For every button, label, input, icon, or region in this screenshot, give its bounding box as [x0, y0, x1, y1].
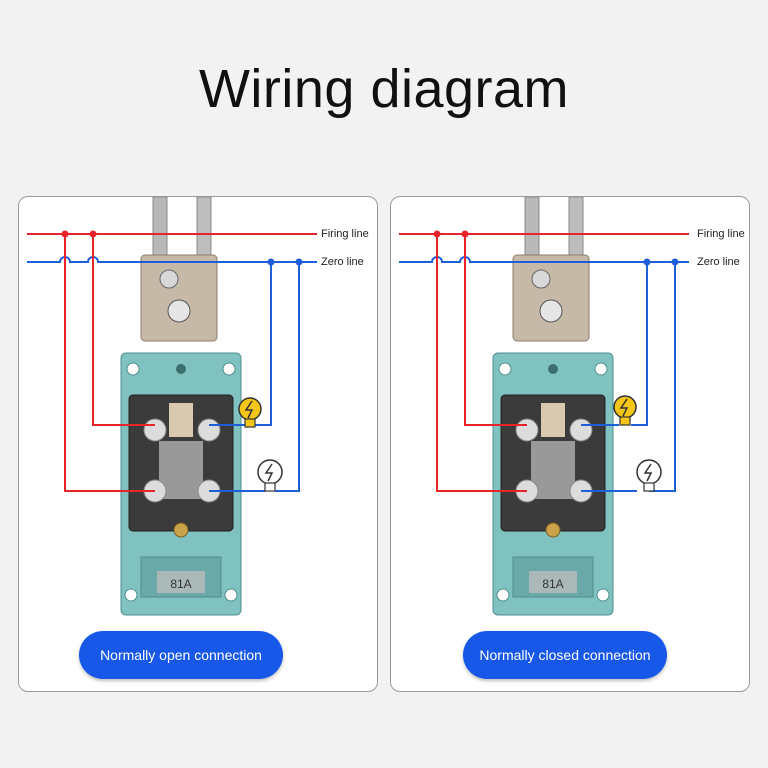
plunger	[169, 403, 193, 437]
diagram-panel-normally-closed: 81A Firing line Zero line Normally close…	[390, 196, 750, 692]
ground-screw	[545, 522, 561, 538]
mount-hole	[496, 588, 510, 602]
terminal-screw	[569, 418, 593, 442]
bulb-icon	[257, 459, 283, 492]
firing-wire	[92, 234, 155, 426]
mount-hole	[548, 364, 558, 374]
nameplate	[529, 571, 577, 593]
ground-screw	[173, 522, 189, 538]
actuator-bracket	[512, 254, 590, 342]
zero-wire	[581, 262, 676, 492]
nameplate-text: 81A	[170, 577, 191, 591]
mount-hole	[594, 362, 608, 376]
zero-line-label: Zero line	[697, 256, 740, 268]
roller	[539, 299, 563, 323]
actuator-bracket	[140, 254, 218, 342]
mount-hole	[224, 588, 238, 602]
mount-hole	[124, 588, 138, 602]
terminal-screw	[197, 418, 221, 442]
bulb-icon	[238, 397, 262, 428]
mount-hole	[498, 362, 512, 376]
bracket-screw	[531, 269, 551, 289]
zero-wire	[209, 262, 272, 426]
mount-hole	[126, 362, 140, 376]
firing-wire	[464, 234, 527, 426]
zero-wire	[209, 262, 300, 492]
zero-line-label: Zero line	[321, 256, 364, 268]
bulb-icon	[636, 459, 662, 492]
mount-hole	[222, 362, 236, 376]
normally-closed-connection-button[interactable]: Normally closed connection	[463, 631, 667, 679]
firing-line-label: Firing line	[697, 228, 745, 240]
page-title: Wiring diagram	[198, 59, 570, 119]
firing-wire	[436, 234, 527, 492]
zero-line	[399, 256, 689, 263]
terminal-screw	[515, 418, 539, 442]
zero-wire	[581, 262, 648, 426]
terminal-screw	[143, 418, 167, 442]
mount-hole	[596, 588, 610, 602]
bulb-icon	[613, 395, 637, 426]
diagram-panel-normally-open: 81A Firing line Zero line Normally open …	[18, 196, 378, 692]
firing-wire	[64, 234, 155, 492]
nameplate-text: 81A	[542, 577, 563, 591]
mount-hole	[176, 364, 186, 374]
nameplate	[157, 571, 205, 593]
zero-line	[27, 256, 317, 263]
bracket-screw	[159, 269, 179, 289]
plunger	[541, 403, 565, 437]
wiring-diagram-normally-closed: 81A	[399, 197, 689, 616]
normally-open-connection-button[interactable]: Normally open connection	[79, 631, 283, 679]
firing-line-label: Firing line	[321, 228, 369, 240]
wiring-diagram-normally-open: 81A	[27, 197, 317, 616]
roller	[167, 299, 191, 323]
